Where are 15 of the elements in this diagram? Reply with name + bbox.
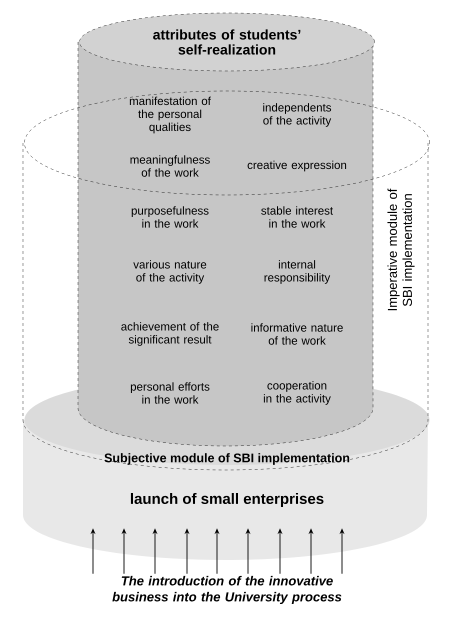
attribute-label: cooperation in the activity (264, 381, 331, 405)
attribute-label: informative nature of the work (251, 323, 343, 345)
attribute-label: stable interest in the work (261, 206, 334, 228)
attribute-label: meaningfulness of the work (130, 155, 210, 177)
attribute-label: creative expression (248, 160, 346, 172)
node-label: attributes of students’ (153, 29, 300, 40)
attribute-label: achievement of the significant result (121, 322, 219, 346)
node-label: Imperative module of SBI implementation (387, 188, 415, 310)
attribute-label: internal responsibility (264, 260, 330, 284)
source-text: The introduction of the innovative business into the University process (112, 576, 342, 604)
attribute-label: manifestation of the personal qualities (130, 96, 211, 134)
attribute-label: personal efforts in the work (130, 382, 210, 404)
attribute-label: various nature of the activity (133, 260, 206, 284)
attribute-label: purposefulness in the work (132, 206, 209, 228)
attribute-label: independents of the activity (263, 103, 332, 127)
